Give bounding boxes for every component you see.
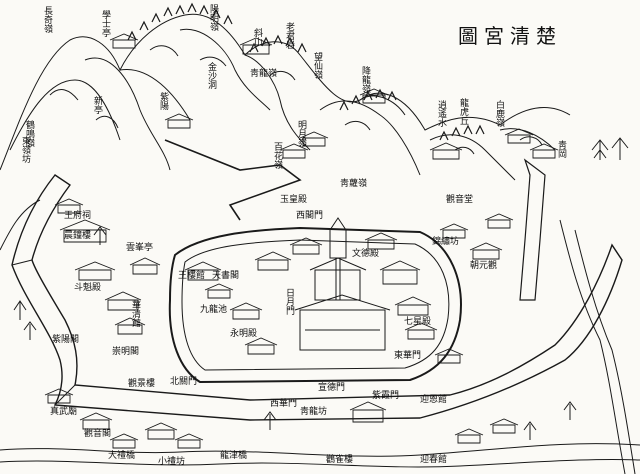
label-mid-3: 紫陽	[158, 92, 168, 110]
label-top-2: 學士亭	[100, 10, 110, 37]
label-mid-5: 百花嶺	[272, 142, 282, 169]
label-mid-8: 靑蘿嶺	[340, 179, 368, 189]
label-mid-2: 金沙洞	[206, 62, 216, 89]
scattered-trees	[13, 137, 629, 440]
label-s-6: 靑龍坊	[300, 407, 328, 417]
label-mid-12: 白鹿嶺	[494, 100, 504, 127]
label-mid-9: 降龍嶺	[360, 66, 370, 93]
label-w-3: 晨鐘樓	[64, 231, 92, 241]
label-s-4: 小禮坊	[158, 457, 186, 467]
label-s-9: 鸛雀樓	[326, 455, 354, 465]
label-mid-11: 龍虎丘	[458, 98, 468, 125]
label-c-10: 七星殿	[404, 317, 432, 327]
label-e-3: 朝元觀	[470, 261, 498, 271]
outer-city-wall	[11, 139, 623, 421]
label-c-2: 西閣門	[296, 211, 324, 221]
label-w-6: 崇明閣	[112, 347, 140, 357]
label-c-3: 玉皇殿	[280, 195, 308, 205]
label-c-4: 天書閣	[212, 271, 240, 281]
label-w-8: 觀景樓	[128, 379, 156, 389]
south-buildings	[44, 388, 519, 449]
label-s-3: 大禮橋	[108, 451, 136, 461]
label-w-7: 紫陽閣	[52, 335, 80, 345]
label-top-4: 斜山	[252, 28, 262, 46]
label-w-1: 東嶺坊	[20, 136, 30, 163]
label-w-4: 雲峯亭	[126, 243, 154, 253]
label-w-9: 華清館	[130, 300, 140, 327]
label-mid-10: 逍遙水	[436, 100, 446, 127]
label-s-7: 紫霞門	[372, 391, 400, 401]
inner-palace-wall	[168, 226, 462, 384]
label-top-6: 望仙嶺	[312, 52, 322, 79]
label-c-12: 西華門	[270, 399, 298, 409]
label-c-6: 九龍池	[200, 305, 228, 315]
label-top-3: 陽明嶺	[208, 4, 218, 31]
label-top-1: 長奇嶺	[42, 6, 52, 33]
label-top-5: 老君岩	[284, 22, 294, 49]
central-palace	[294, 217, 391, 351]
mountain-range	[0, 13, 571, 251]
label-mid-13: 靑岡	[556, 140, 566, 158]
river	[0, 219, 640, 474]
label-s-1: 真武廟	[50, 407, 78, 417]
label-w-2: 王府祠	[64, 211, 92, 221]
label-e-1: 錦繡坊	[432, 237, 460, 247]
label-e-2: 觀音堂	[446, 195, 474, 205]
label-s-8: 迎恩館	[420, 395, 448, 405]
label-c-9: 東華門	[394, 351, 422, 361]
buildings	[54, 33, 559, 364]
label-c-11: 宣德門	[318, 383, 346, 393]
label-s-2: 觀音閣	[84, 429, 112, 439]
ridge-trees	[127, 2, 485, 141]
label-c-8: 文德殿	[352, 249, 380, 259]
label-c-7: 永明殿	[230, 329, 258, 339]
label-mid-1: 新亭	[92, 96, 102, 114]
map-title: 圖宮清楚	[458, 24, 562, 48]
label-w-5: 斗魁殿	[74, 283, 102, 293]
label-c-5: 日月門	[284, 288, 294, 315]
label-s-10: 迎春館	[420, 455, 448, 465]
label-s-5: 龍津橋	[220, 451, 248, 461]
label-mid-7: 靑龍嶺	[250, 69, 278, 79]
label-mid-4: 鶴鳴嶺	[24, 120, 34, 147]
label-mid-6: 明月嶺	[296, 120, 306, 147]
label-w-10: 北關門	[170, 377, 198, 387]
label-c-1: 王樓館	[178, 271, 206, 281]
